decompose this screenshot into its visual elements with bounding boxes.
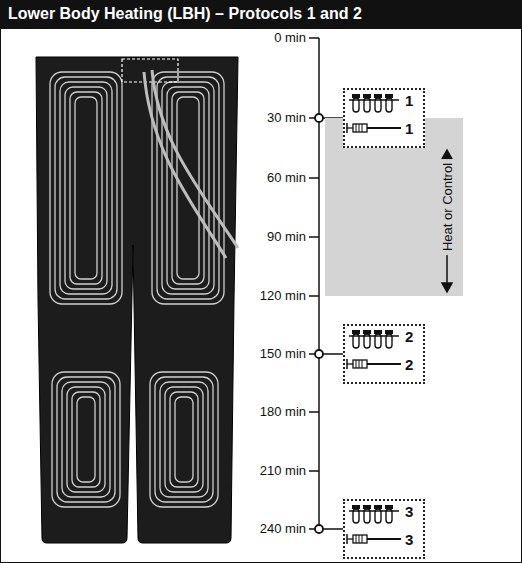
- time-label: 0 min: [228, 30, 306, 46]
- sample-number: 1: [405, 92, 413, 109]
- title: Lower Body Heating (LBH) – Protocols 1 a…: [8, 5, 362, 23]
- sample-box: 22: [343, 324, 425, 384]
- heating-coils: [50, 72, 224, 507]
- time-label: 180 min: [228, 404, 306, 420]
- time-label: 30 min: [228, 110, 306, 126]
- heating-pants: [36, 57, 238, 543]
- time-label: 240 min: [228, 521, 306, 537]
- sample-number: 2: [405, 328, 413, 345]
- time-label: 120 min: [228, 288, 306, 304]
- sample-box: 33: [343, 499, 425, 559]
- time-label: 150 min: [228, 346, 306, 362]
- sample-box: 11: [343, 88, 425, 148]
- sample-number: 3: [405, 503, 413, 520]
- title-banner: Lower Body Heating (LBH) – Protocols 1 a…: [0, 0, 522, 29]
- sample-number: 3: [405, 531, 413, 548]
- sample-number: 1: [405, 120, 413, 137]
- period-label: Heat or Control: [440, 159, 455, 255]
- time-label: 210 min: [228, 463, 306, 479]
- time-label: 60 min: [228, 170, 306, 186]
- time-label: 90 min: [228, 229, 306, 245]
- tubes: [144, 70, 238, 258]
- connector-box: [122, 59, 178, 82]
- sample-number: 2: [405, 356, 413, 373]
- sample-point: [315, 114, 323, 533]
